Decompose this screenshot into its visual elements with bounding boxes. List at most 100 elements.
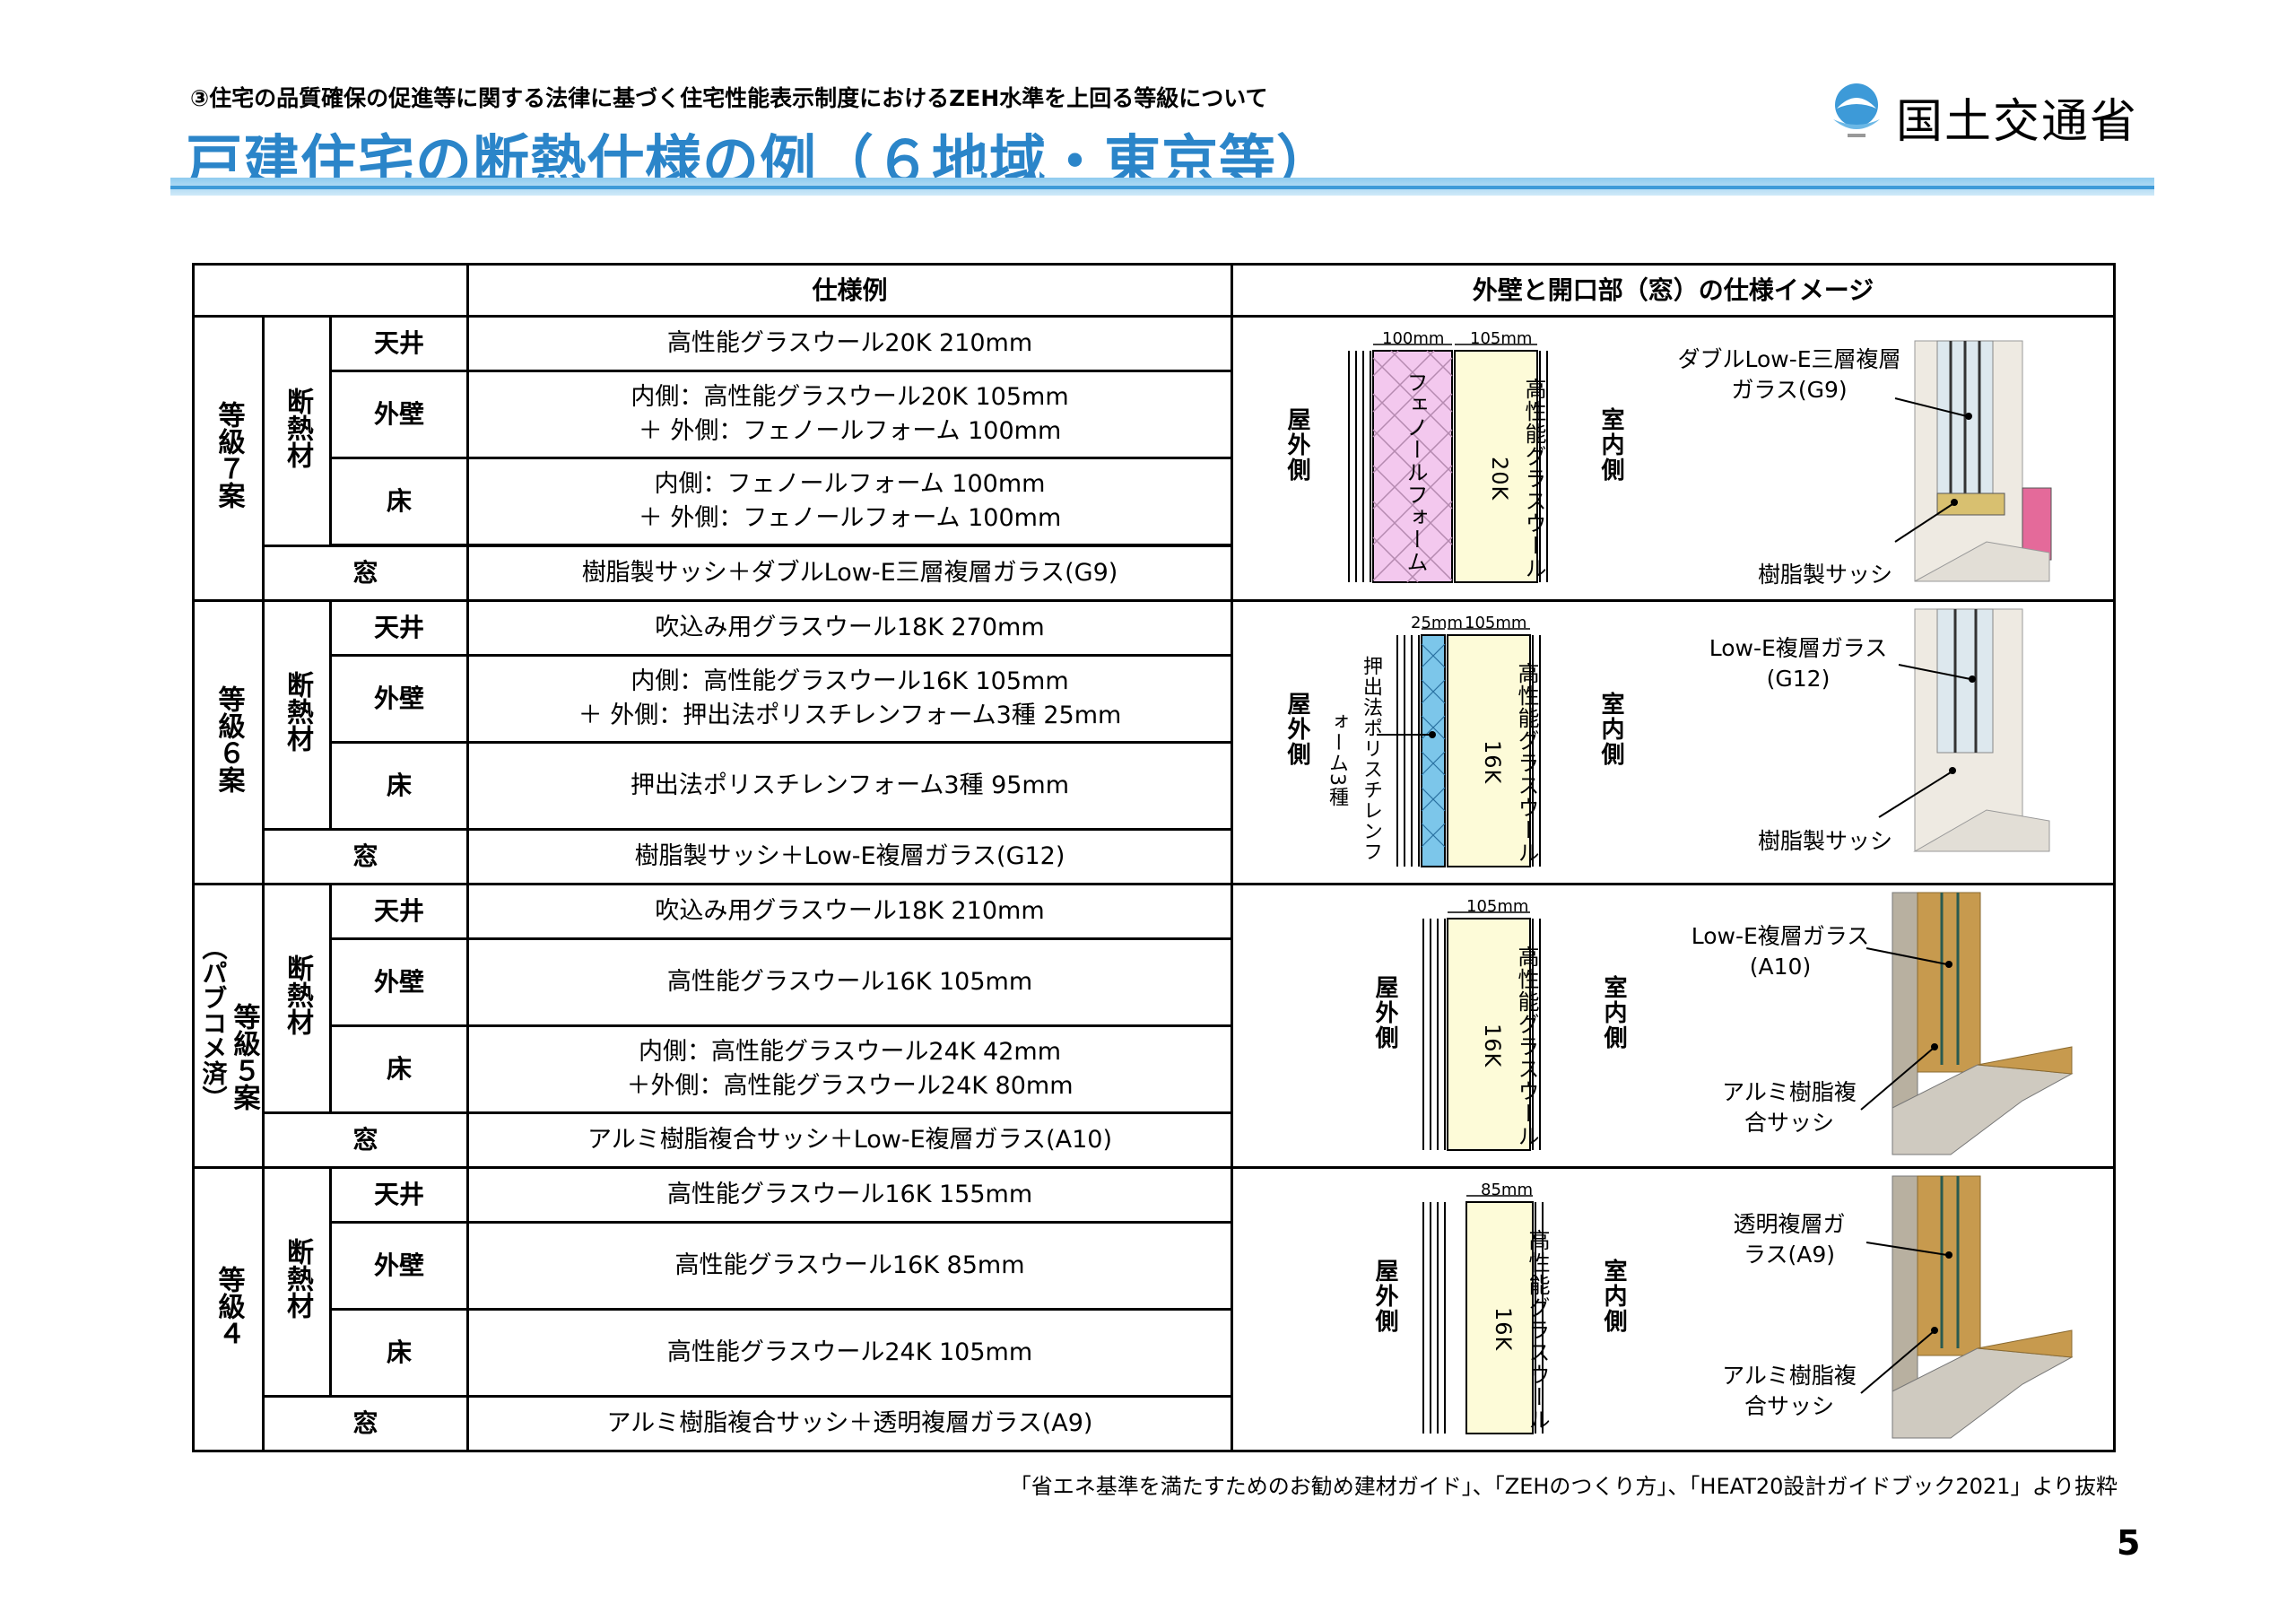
- spec-ceiling: 吹込み用グラスウール18K 210mm: [466, 883, 1233, 940]
- dimension-a: 100mm: [1382, 329, 1445, 348]
- layer-b-label: 高性能グラスウール16K: [1491, 1228, 1550, 1431]
- spec-image-grade6: 屋外側 室内側 25mm 105mm 押出法ポリスチレンフォーム3種 高性能グラ…: [1231, 599, 2116, 885]
- header-image: 外壁と開口部（窓）の仕様イメージ: [1231, 263, 2116, 318]
- mlit-logo-icon: [1833, 83, 1880, 137]
- grade-label: （パブコメ済）等級５案: [192, 883, 265, 1169]
- dimension-b: 105mm: [1465, 614, 1527, 632]
- spec-image-grade4: 屋外側 室内側 85mm 高性能グラスウール16K 透明複層ガラス(A9) アル…: [1231, 1166, 2116, 1452]
- material-label: 断熱材: [262, 1166, 332, 1398]
- outside-label: 屋外側: [1283, 692, 1310, 767]
- dimension-b: 85mm: [1481, 1181, 1533, 1199]
- row-label-window: 窓: [262, 1111, 469, 1169]
- inside-label: 室内側: [1600, 975, 1627, 1050]
- spec-ceiling: 高性能グラスウール20K 210mm: [466, 315, 1233, 372]
- glass-label: Low-E複層ガラス(A10): [1691, 923, 1870, 980]
- table-row: 床 高性能グラスウール24K 105mm: [194, 1308, 2115, 1398]
- dimension-b: 105mm: [1470, 329, 1533, 348]
- spec-window: アルミ樹脂複合サッシ＋Low-E複層ガラス(A10): [466, 1111, 1233, 1169]
- layer-b-label: 高性能グラスウール20K: [1487, 378, 1546, 580]
- spec-window: 樹脂製サッシ＋ダブルLow-E三層複層ガラス(G9): [466, 545, 1233, 602]
- spec-floor: 押出法ポリスチレンフォーム3種 95mm: [466, 741, 1233, 831]
- wall-section-diagram: [1377, 608, 2050, 867]
- page-number: 5: [2117, 1523, 2141, 1563]
- wall-section-diagram: [1422, 1175, 2074, 1439]
- table-row: 等級６案 断熱材 天井 吹込み用グラスウール18K 270mm: [192, 599, 2116, 885]
- inside-label: 室内側: [1597, 692, 1624, 767]
- row-label-wall: 外壁: [329, 937, 469, 1027]
- spec-ceiling: 高性能グラスウール16K 155mm: [466, 1166, 1233, 1224]
- grade-label: 等級７案: [192, 315, 265, 602]
- page-subtitle: ③住宅の品質確保の促進等に関する法律に基づく住宅性能表示制度におけるZEH水準を…: [190, 85, 1268, 111]
- row-label-wall: 外壁: [329, 1221, 469, 1311]
- table-row: 等級７案 断熱材 天井 高性能グラスウール20K 210mm: [192, 315, 2116, 602]
- table-row: 窓 樹脂製サッシ＋Low-E複層ガラス(G12): [194, 828, 2115, 885]
- wall-section-diagram: [1348, 340, 2052, 583]
- table-row: 床 内側：フェノールフォーム 100mm＋ 外側：フェノールフォーム 100mm: [194, 457, 2115, 546]
- spec-floor: 高性能グラスウール24K 105mm: [466, 1308, 1233, 1398]
- material-label: 断熱材: [262, 315, 332, 547]
- row-label-floor: 床: [329, 1308, 469, 1398]
- layer-b-label: 高性能グラスウール16K: [1480, 945, 1539, 1147]
- dimension-b: 105mm: [1466, 897, 1529, 916]
- table-row: 窓 アルミ樹脂複合サッシ＋透明複層ガラス(A9): [194, 1395, 2115, 1452]
- insulation-spec-table: 仕様例 外壁と開口部（窓）の仕様イメージ 等級７案 断熱材 天井 高性能グラスウ…: [192, 263, 2116, 1452]
- row-label-ceiling: 天井: [329, 599, 469, 657]
- row-label-floor: 床: [329, 457, 469, 546]
- sash-label: アルミ樹脂複合サッシ: [1722, 1079, 1857, 1136]
- table-row: 外壁 内側：高性能グラスウール20K 105mm＋ 外側：フェノールフォーム 1…: [194, 370, 2115, 459]
- sash-label: 樹脂製サッシ: [1757, 562, 1892, 588]
- grade-label: 等級６案: [192, 599, 265, 885]
- row-label-floor: 床: [329, 741, 469, 831]
- org-name: 国土交通省: [1896, 95, 2139, 149]
- material-label: 断熱材: [262, 599, 332, 831]
- row-label-floor: 床: [329, 1024, 469, 1114]
- table-row: 外壁 高性能グラスウール16K 105mm: [194, 937, 2115, 1027]
- wall-section-diagram: [1422, 892, 2074, 1155]
- table-row: 外壁 高性能グラスウール16K 85mm: [194, 1221, 2115, 1311]
- row-label-ceiling: 天井: [329, 1166, 469, 1224]
- spec-ceiling: 吹込み用グラスウール18K 270mm: [466, 599, 1233, 657]
- layer-a-label: フェノールフォーム: [1403, 371, 1428, 573]
- inside-label: 室内側: [1600, 1259, 1627, 1334]
- table-row: 窓 樹脂製サッシ＋ダブルLow-E三層複層ガラス(G9): [194, 545, 2115, 602]
- source-note: 「省エネ基準を満たすためのお勧め建材ガイド」、「ZEHのつくり方」、「HEAT2…: [1009, 1474, 2118, 1499]
- spec-image-grade5: 屋外側 室内側 105mm 高性能グラスウール16K Low-E複層ガラス(A1…: [1231, 883, 2116, 1169]
- spec-wall: 内側：高性能グラスウール20K 105mm＋ 外側：フェノールフォーム 100m…: [466, 370, 1233, 459]
- sash-label: アルミ樹脂複合サッシ: [1722, 1363, 1857, 1419]
- spec-floor: 内側：フェノールフォーム 100mm＋ 外側：フェノールフォーム 100mm: [466, 457, 1233, 546]
- row-label-ceiling: 天井: [329, 883, 469, 940]
- spec-window: アルミ樹脂複合サッシ＋透明複層ガラス(A9): [466, 1395, 1233, 1452]
- outside-label: 屋外側: [1283, 407, 1310, 483]
- spec-window: 樹脂製サッシ＋Low-E複層ガラス(G12): [466, 828, 1233, 885]
- row-label-window: 窓: [262, 1395, 469, 1452]
- spec-image-grade7: 屋外側 室内側 100mm 105mm フェノールフォーム 高性能グラスウール2…: [1231, 315, 2116, 602]
- table-row: 窓 アルミ樹脂複合サッシ＋Low-E複層ガラス(A10): [194, 1111, 2115, 1169]
- table-row: 床 内側：高性能グラスウール24K 42mm＋外側：高性能グラスウール24K 8…: [194, 1024, 2115, 1114]
- table-header-row: 仕様例 外壁と開口部（窓）の仕様イメージ: [192, 263, 2116, 318]
- table-row: 床 押出法ポリスチレンフォーム3種 95mm: [194, 741, 2115, 831]
- inside-label: 室内側: [1597, 407, 1624, 483]
- row-label-wall: 外壁: [329, 370, 469, 459]
- row-label-window: 窓: [262, 828, 469, 885]
- spec-wall: 高性能グラスウール16K 105mm: [466, 937, 1233, 1027]
- grade-label: 等級４: [192, 1166, 265, 1452]
- spec-wall: 高性能グラスウール16K 85mm: [466, 1221, 1233, 1311]
- row-label-ceiling: 天井: [329, 315, 469, 372]
- table-row: （パブコメ済）等級５案 断熱材 天井 吹込み用グラスウール18K 210mm: [192, 883, 2116, 1169]
- row-label-window: 窓: [262, 545, 469, 602]
- outside-label: 屋外側: [1371, 1259, 1398, 1334]
- material-label: 断熱材: [262, 883, 332, 1114]
- layer-b-label: 高性能グラスウール16K: [1480, 661, 1539, 864]
- table-row: 等級４ 断熱材 天井 高性能グラスウール16K 155mm: [192, 1166, 2116, 1452]
- glass-label: 透明複層ガラス(A9): [1733, 1211, 1846, 1268]
- glass-label: ダブルLow-E三層複層ガラス(G9): [1677, 346, 1901, 403]
- table-row: 外壁 内側：高性能グラスウール16K 105mm＋ 外側：押出法ポリスチレンフォ…: [194, 654, 2115, 744]
- outside-label: 屋外側: [1371, 975, 1398, 1050]
- layer-a-label: 押出法ポリスチレンフォーム3種: [1326, 656, 1382, 862]
- spec-wall: 内側：高性能グラスウール16K 105mm＋ 外側：押出法ポリスチレンフォーム3…: [466, 654, 1233, 744]
- spec-floor: 内側：高性能グラスウール24K 42mm＋外側：高性能グラスウール24K 80m…: [466, 1024, 1233, 1114]
- glass-label: Low-E複層ガラス(G12): [1709, 635, 1888, 692]
- row-label-wall: 外壁: [329, 654, 469, 744]
- title-underline: [170, 186, 2154, 189]
- header-blank: [192, 263, 469, 318]
